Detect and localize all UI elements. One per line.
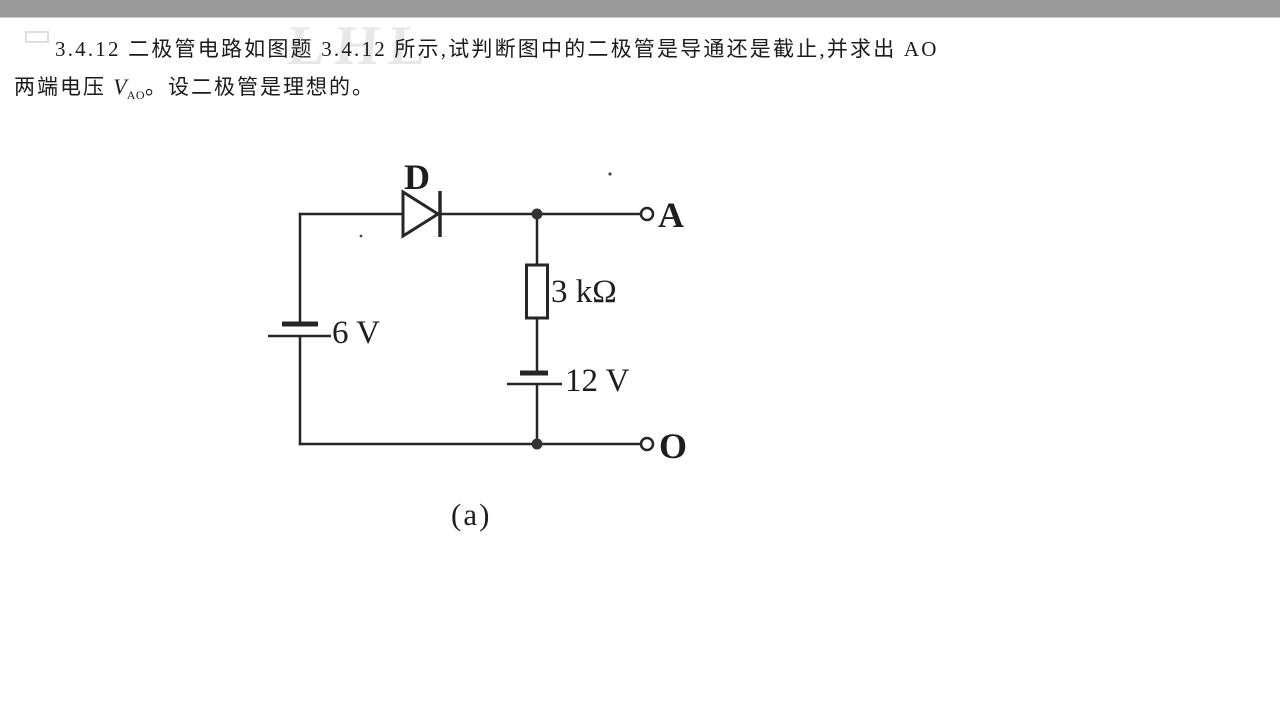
scan-speck <box>359 234 363 238</box>
battery-12v-symbol <box>507 370 562 386</box>
terminal-o-circle <box>639 436 655 452</box>
video-letterbox-bar <box>0 0 1280 18</box>
diode-symbol <box>401 189 442 239</box>
resistor-symbol <box>525 263 549 320</box>
voltage-subscript: AO <box>126 88 146 102</box>
battery-12v-label: 12 V <box>565 363 630 399</box>
terminal-o-label: O <box>659 426 688 466</box>
diode-label: D <box>404 157 430 197</box>
scan-artifact-mark <box>25 31 49 43</box>
resistor-value-label: 3 kΩ <box>551 274 617 310</box>
battery-6v-label: 6 V <box>332 315 380 351</box>
problem-statement-line2: 两端电压 VAO。设二极管是理想的。 <box>14 71 375 103</box>
junction-dot-top <box>531 208 543 220</box>
battery-6v-symbol <box>268 321 331 338</box>
terminal-a-circle <box>639 206 655 222</box>
figure-caption: (a) <box>451 497 492 532</box>
problem-statement-line1: 3.4.12 二极管电路如图题 3.4.12 所示,试判断图中的二极管是导通还是… <box>55 37 939 61</box>
junction-dot-bottom <box>531 438 543 450</box>
voltage-symbol: V <box>113 74 127 99</box>
line2-suffix: 。设二极管是理想的。 <box>145 75 376 99</box>
terminal-a-label: A <box>658 195 684 235</box>
scan-speck <box>608 172 612 176</box>
line2-prefix: 两端电压 <box>14 75 114 99</box>
